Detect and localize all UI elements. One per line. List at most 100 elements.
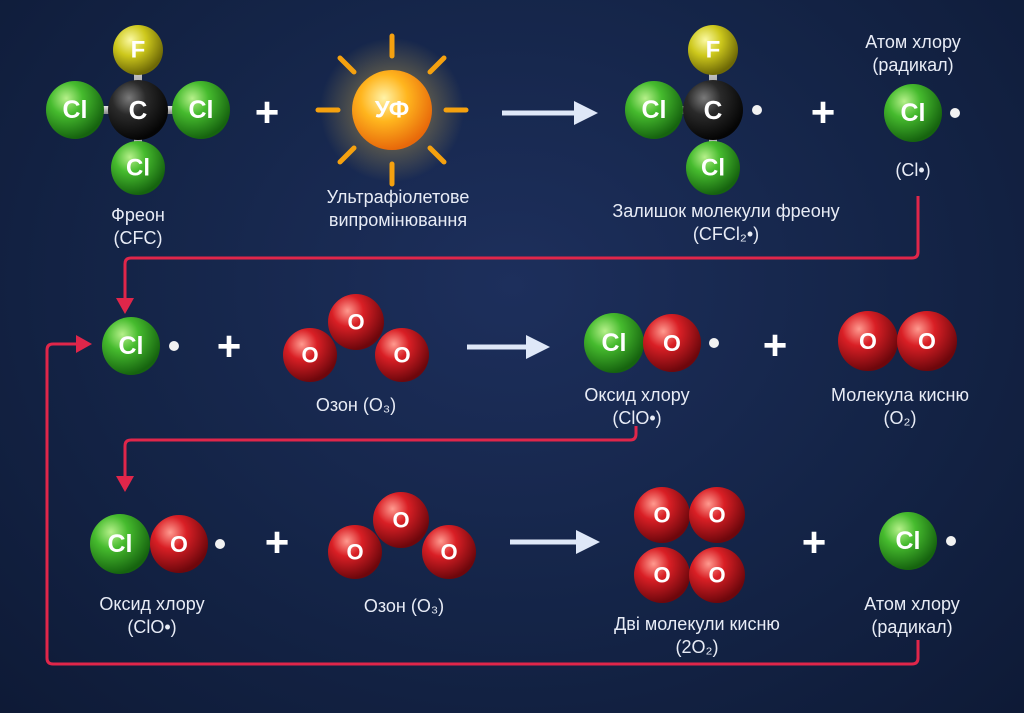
label-ozone-row2-text: Озон (O₃) bbox=[315, 395, 397, 415]
label-clo-row3-name: Оксид хлору bbox=[99, 594, 205, 614]
radical-dot bbox=[709, 338, 719, 348]
chlorine-monoxide-row2: Cl O bbox=[584, 313, 719, 373]
svg-text:Cl: Cl bbox=[126, 155, 150, 182]
svg-text:F: F bbox=[706, 37, 721, 64]
label-chlorine-atom-top: Атом хлору (радикал) bbox=[865, 31, 961, 77]
oxygen-atom: O bbox=[150, 515, 208, 573]
svg-text:Cl: Cl bbox=[896, 527, 921, 555]
cycle-line-clo-to-row3 bbox=[123, 426, 638, 478]
svg-text:Cl: Cl bbox=[642, 96, 667, 124]
plus-sign-6: + bbox=[802, 519, 827, 566]
label-chlorine-formula: (Cl•) bbox=[895, 159, 930, 182]
svg-text:O: O bbox=[393, 343, 410, 368]
label-two-o2-name: Дві молекули кисню bbox=[614, 614, 780, 634]
svg-text:C: C bbox=[129, 95, 148, 125]
svg-text:O: O bbox=[708, 563, 725, 588]
plus-sign-3: + bbox=[217, 323, 242, 370]
label-clo-row2-formula: (ClO•) bbox=[612, 408, 662, 428]
oxygen-atom: O bbox=[328, 294, 384, 350]
label-chlorine-atom-type: (радикал) bbox=[872, 55, 954, 75]
chlorine-radical-row3: Cl bbox=[879, 512, 956, 570]
reaction-arrow-2 bbox=[467, 335, 550, 359]
uv-sun-icon: УФ bbox=[315, 33, 469, 187]
svg-text:F: F bbox=[131, 37, 146, 64]
plus-sign-5: + bbox=[265, 519, 290, 566]
label-chlorine-row3-name: Атом хлору bbox=[864, 594, 960, 614]
chlorine-atom: Cl bbox=[584, 313, 644, 373]
svg-text:O: O bbox=[708, 503, 725, 528]
label-o2-name: Молекула кисню bbox=[831, 385, 969, 405]
svg-text:O: O bbox=[440, 540, 457, 565]
svg-text:Cl: Cl bbox=[189, 96, 214, 124]
svg-text:O: O bbox=[653, 563, 670, 588]
label-chlorine-atom-name: Атом хлору bbox=[865, 32, 961, 52]
svg-text:O: O bbox=[301, 343, 318, 368]
label-residue-name: Залишок молекули фреону bbox=[612, 201, 840, 221]
oxygen-atom: O bbox=[838, 311, 898, 371]
label-ozone-row3: Озон (O₃) bbox=[364, 595, 444, 618]
oxygen-atom: O bbox=[897, 311, 957, 371]
svg-text:O: O bbox=[653, 503, 670, 528]
label-ozone-row2: Озон (O₃) bbox=[316, 394, 396, 417]
svg-text:Cl: Cl bbox=[602, 329, 627, 357]
svg-text:O: O bbox=[346, 540, 363, 565]
cycle-line-cl-to-row2 bbox=[123, 196, 920, 300]
label-residue-formula: (CFCl₂•) bbox=[692, 224, 760, 244]
label-ozone-row3-text: Озон (O₃) bbox=[363, 596, 445, 616]
two-oxygen-molecules: O O O O bbox=[634, 487, 745, 603]
chlorine-atom: Cl bbox=[90, 514, 150, 574]
label-chlorine-row3-type: (радикал) bbox=[871, 617, 953, 637]
label-o2-formula: (O₂) bbox=[883, 408, 917, 428]
svg-text:Cl: Cl bbox=[108, 530, 133, 558]
ozone-molecule-row3: O O O bbox=[328, 492, 476, 579]
carbon-atom: C bbox=[683, 80, 743, 140]
freon-molecule: F Cl Cl Cl C bbox=[46, 25, 230, 195]
radical-dot bbox=[950, 108, 960, 118]
chlorine-atom-left: Cl bbox=[625, 81, 683, 139]
fluorine-atom: F bbox=[113, 25, 163, 75]
oxygen-atom: O bbox=[283, 328, 337, 382]
chlorine-atom-left: Cl bbox=[46, 81, 104, 139]
label-uv-line1: Ультрафіолетове bbox=[326, 187, 470, 207]
svg-text:O: O bbox=[392, 508, 409, 533]
oxygen-molecule-bottom: O O bbox=[634, 547, 745, 603]
plus-sign-4: + bbox=[763, 322, 788, 369]
label-oxygen-molecule: Молекула кисню (O₂) bbox=[831, 384, 969, 430]
svg-text:C: C bbox=[704, 95, 723, 125]
label-two-oxygen-molecules: Дві молекули кисню (2O₂) bbox=[614, 613, 780, 659]
label-freon-name: Фреон bbox=[111, 205, 165, 225]
plus-sign-1: + bbox=[255, 89, 280, 136]
label-chlorine-atom-row3: Атом хлору (радикал) bbox=[864, 593, 960, 639]
svg-text:O: O bbox=[663, 330, 681, 356]
svg-text:O: O bbox=[918, 328, 936, 354]
label-freon-formula: (CFC) bbox=[113, 228, 163, 248]
reaction-arrow-3 bbox=[510, 530, 600, 554]
chlorine-atom-bottom: Cl bbox=[111, 141, 165, 195]
svg-text:УФ: УФ bbox=[375, 97, 410, 124]
freon-residue-molecule: F Cl Cl C bbox=[625, 25, 762, 195]
cycle-arrowhead-row3 bbox=[116, 476, 134, 492]
svg-text:Cl: Cl bbox=[63, 96, 88, 124]
chlorine-atom-right: Cl bbox=[172, 81, 230, 139]
cycle-arrowhead-row2 bbox=[116, 298, 134, 314]
chlorine-monoxide-row3: Cl O bbox=[90, 514, 225, 574]
svg-text:O: O bbox=[170, 531, 188, 557]
radical-dot bbox=[215, 539, 225, 549]
chlorine-radical-row1: Cl bbox=[884, 84, 960, 142]
label-two-o2-formula: (2O₂) bbox=[675, 637, 719, 657]
svg-text:Cl: Cl bbox=[901, 99, 926, 127]
oxygen-atom: O bbox=[328, 525, 382, 579]
label-chlorine-monoxide-row3: Оксид хлору (ClO•) bbox=[99, 593, 204, 639]
label-chlorine-formula-text: (Cl•) bbox=[895, 160, 931, 180]
label-freon-residue: Залишок молекули фреону (CFCl₂•) bbox=[612, 200, 839, 246]
reaction-arrow-1 bbox=[502, 101, 598, 125]
cycle-line-regeneration bbox=[45, 342, 920, 666]
label-uv: Ультрафіолетове випромінювання bbox=[327, 186, 470, 232]
label-clo-row3-formula: (ClO•) bbox=[127, 617, 177, 637]
label-chlorine-monoxide-row2: Оксид хлору (ClO•) bbox=[584, 384, 689, 430]
svg-text:Cl: Cl bbox=[701, 155, 725, 182]
label-uv-line2: випромінювання bbox=[328, 210, 468, 230]
oxygen-atom: O bbox=[373, 492, 429, 548]
ozone-molecule-row2: O O O bbox=[283, 294, 429, 382]
